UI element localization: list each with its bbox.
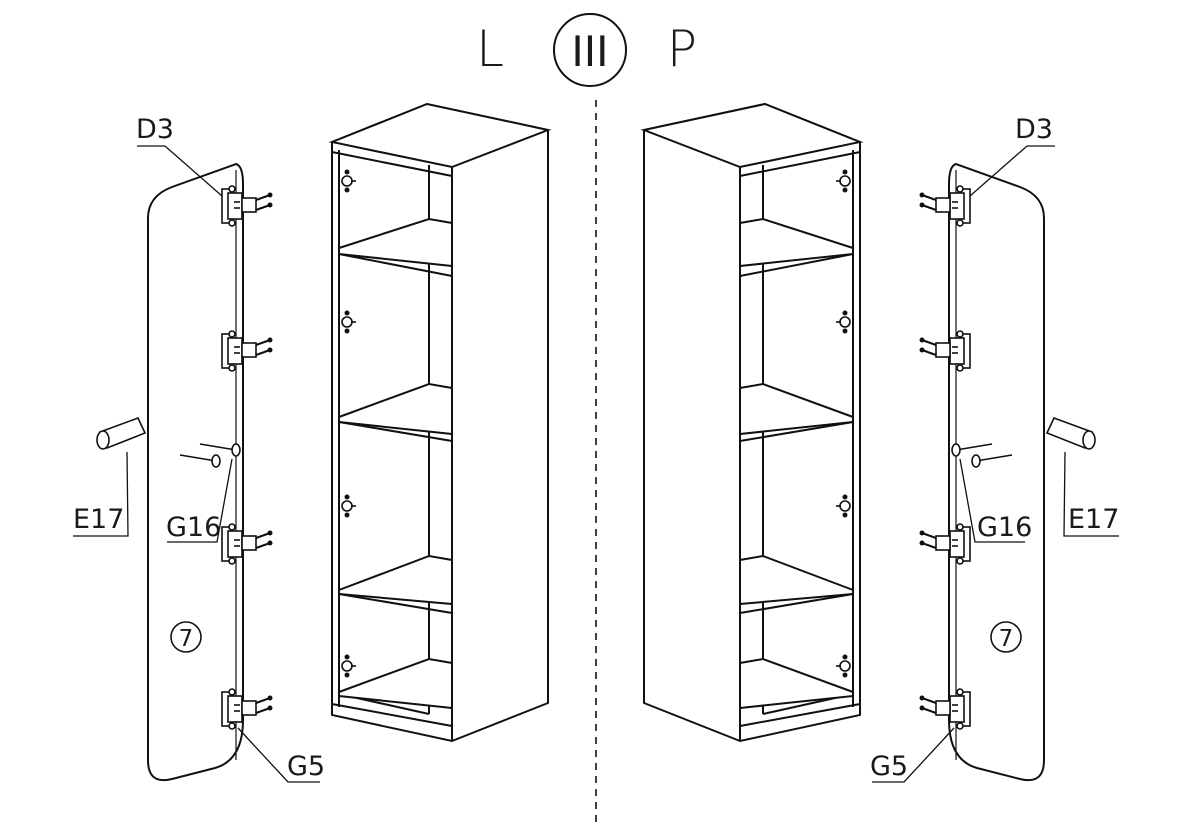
left-label-e17: E17: [73, 504, 124, 535]
left-label-d3: D3: [136, 114, 174, 145]
left-door-panel: [147, 162, 244, 782]
right-door-number-circle: [990, 621, 1022, 653]
left-hinge-3: [221, 523, 274, 565]
left-label-g16: G16: [166, 512, 221, 543]
right-leaders: [872, 145, 1119, 783]
right-screws: [951, 443, 1013, 468]
step-number: III: [571, 27, 608, 76]
left-leaders: [73, 145, 320, 783]
right-label-g5: G5: [870, 751, 908, 782]
right-hinge-1: [918, 185, 971, 227]
left-side-label: L: [476, 20, 504, 78]
right-view: D3 E17 G16 G5 7: [640, 102, 1119, 783]
right-label-g16: G16: [977, 512, 1032, 543]
step-circle: [553, 13, 627, 87]
right-door-panel: [948, 162, 1045, 782]
right-label-d3: D3: [1015, 114, 1053, 145]
left-view: 7 D3 E17 G16 G5: [73, 102, 552, 783]
left-shelves: [338, 217, 453, 710]
left-door-number-circle: [170, 621, 202, 653]
header: L III P: [476, 13, 697, 87]
right-hinge-4: [918, 688, 971, 730]
left-hinge-4: [221, 688, 274, 730]
left-label-g5: G5: [287, 751, 325, 782]
left-screws: [179, 443, 241, 468]
right-hinge-3: [918, 523, 971, 565]
right-shelves: [739, 217, 854, 710]
left-hinge-1: [221, 185, 274, 227]
left-hinge-2: [221, 330, 274, 372]
left-handle: [96, 416, 147, 450]
right-hinge-2: [918, 330, 971, 372]
right-door-number: 7: [999, 626, 1014, 652]
right-side-label: P: [667, 20, 697, 78]
left-door-number: 7: [179, 626, 194, 652]
right-handle: [1045, 416, 1096, 450]
right-label-e17: E17: [1068, 504, 1119, 535]
